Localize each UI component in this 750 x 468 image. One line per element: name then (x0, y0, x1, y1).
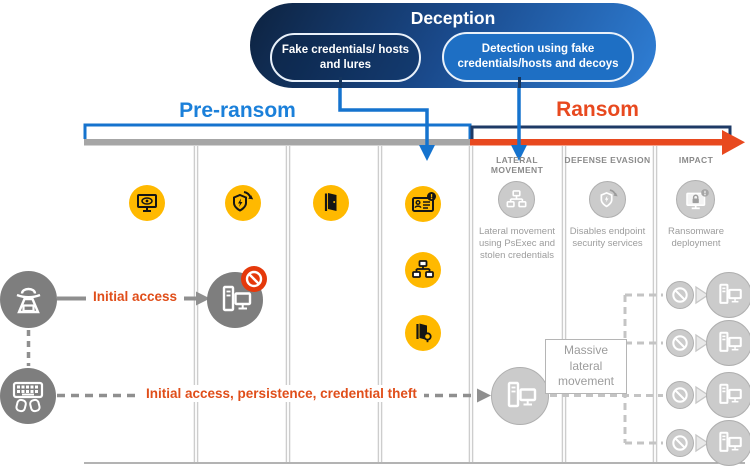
impact-row-blocked (666, 329, 694, 357)
header-impact: IMPACT (678, 155, 714, 165)
ransom-bracket (470, 125, 732, 141)
lateral-network-circle (405, 252, 441, 288)
impact-row-computer (706, 320, 750, 366)
ransom-arrowhead (722, 130, 745, 155)
computer-icon (719, 383, 742, 404)
monitor-eye-icon (137, 194, 157, 212)
initial-access-label: Initial access (86, 288, 185, 305)
impact-row-blocked (666, 429, 694, 457)
computer-icon (507, 381, 537, 408)
hands-on-keyboard-circle (0, 368, 56, 424)
desc-defense-evasion: Disables endpoint security services (569, 226, 646, 249)
pre-ransom-bracket (83, 123, 472, 139)
impact-row-blocked (666, 381, 694, 409)
open-door-icon (324, 193, 337, 211)
massive-lateral-computer-circle (491, 367, 549, 425)
deception-arrow-left (338, 85, 435, 161)
pre-ransom-label: Pre-ransom (179, 99, 296, 122)
recon-monitor-circle (129, 185, 165, 221)
fake-credentials-pill-label: Fake credentials/ hosts and lures (281, 43, 410, 71)
monitor-lock-alert-icon (686, 189, 709, 210)
ransom-label: Ransom (556, 98, 639, 121)
persistence-door-circle (313, 185, 349, 221)
timeline-bar-ransom (470, 139, 724, 146)
exit-door-icon (416, 323, 432, 343)
spy-attacker-icon (16, 287, 41, 314)
header-defense-evasion: DEFENSE EVASION (564, 155, 651, 165)
blocked-badge (241, 266, 267, 292)
pill-stem-right (517, 77, 521, 88)
detection-pill: Detection using fake credentials/hosts a… (442, 32, 634, 82)
prohibition-icon (672, 387, 688, 403)
shield-refresh-gray-icon (600, 189, 618, 208)
computer-icon (719, 331, 742, 352)
desc-impact: Ransomware deployment (668, 226, 724, 249)
prohibition-icon (672, 335, 688, 351)
desc-lateral-movement: Lateral movement using PsExec and stolen… (478, 226, 556, 261)
defense-evasion-circle (589, 181, 626, 218)
deception-title: Deception (410, 8, 496, 28)
computer-icon (222, 285, 252, 312)
impact-row-blocked (666, 281, 694, 309)
computer-icon (719, 431, 742, 452)
impact-circle (676, 180, 715, 219)
column-separators (193, 146, 658, 462)
shield-refresh-icon (233, 191, 254, 212)
deception-arrow-right (511, 85, 527, 161)
header-lateral-movement: LATERAL MOVEMENT (490, 155, 544, 176)
impact-row-computer (706, 272, 750, 318)
detection-pill-label: Detection using fake credentials/hosts a… (457, 43, 619, 70)
impact-row-computer (706, 372, 750, 418)
fake-credentials-pill: Fake credentials/ hosts and lures (270, 33, 421, 82)
credential-theft-circle (405, 186, 441, 222)
lateral-movement-circle (498, 181, 535, 218)
id-card-alert-icon (412, 192, 436, 212)
prohibition-icon (672, 287, 688, 303)
exfiltration-circle (405, 315, 441, 351)
pill-stem-left (338, 77, 342, 88)
prohibition-icon (245, 270, 263, 288)
defense-evasion-yellow-circle (225, 185, 261, 221)
org-chart-icon (412, 260, 434, 278)
spy-attacker-circle (0, 271, 57, 328)
impact-row-computer (706, 420, 750, 466)
computer-icon (719, 283, 742, 304)
timeline-bar-pre (84, 139, 472, 146)
network-tree-icon (506, 190, 527, 208)
prohibition-icon (672, 435, 688, 451)
keyboard-hands-icon (12, 381, 44, 413)
massive-lateral-label: Massive lateral movement (545, 339, 627, 394)
initial-access-full-label: Initial access, persistence, credential … (139, 385, 424, 402)
impact-chevrons (695, 285, 710, 453)
